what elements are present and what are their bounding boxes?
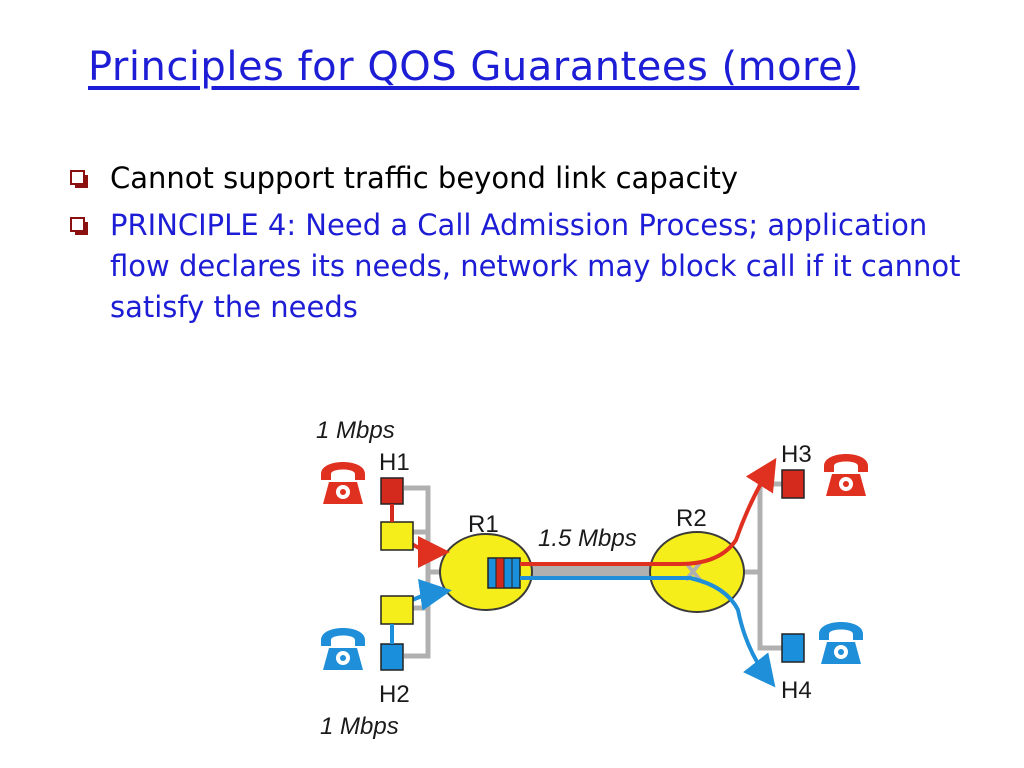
h4-label: H4 [781,677,812,704]
r2-label: R2 [676,505,707,532]
h2-label: H2 [379,681,410,708]
telephone-icon [819,622,863,664]
bullet-text: PRINCIPLE 4: Need a Call Admission Proce… [110,208,961,324]
r1-label: R1 [468,511,499,538]
host-h1 [380,477,404,505]
link-rate-label: 1.5 Mbps [538,525,637,552]
bullet-item: PRINCIPLE 4: Need a Call Admission Proce… [70,205,970,328]
shaper-box [380,595,414,625]
router-r1 [439,533,533,611]
telephone-icon [824,454,868,496]
h3-label: H3 [781,441,812,468]
slide-title: Principles for QOS Guarantees (more) [88,44,860,90]
telephone-icon [321,628,365,670]
h1-rate-label: 1 Mbps [316,417,395,444]
queue-icon [487,557,521,589]
telephone-icon [321,462,365,504]
red-flow [410,457,777,568]
bullet-text: Cannot support traffic beyond link capac… [110,161,739,195]
shaper-box [380,521,414,551]
host-h2 [380,643,404,671]
bullet-box-icon [70,170,88,188]
bullet-list: Cannot support traffic beyond link capac… [70,158,970,334]
h1-label: H1 [379,449,410,476]
h2-rate-label: 1 Mbps [320,713,399,740]
host-h3 [781,469,805,499]
host-h4 [781,633,805,663]
bullet-box-icon [70,217,88,235]
blue-flow [411,576,776,688]
bullet-item: Cannot support traffic beyond link capac… [70,158,970,199]
